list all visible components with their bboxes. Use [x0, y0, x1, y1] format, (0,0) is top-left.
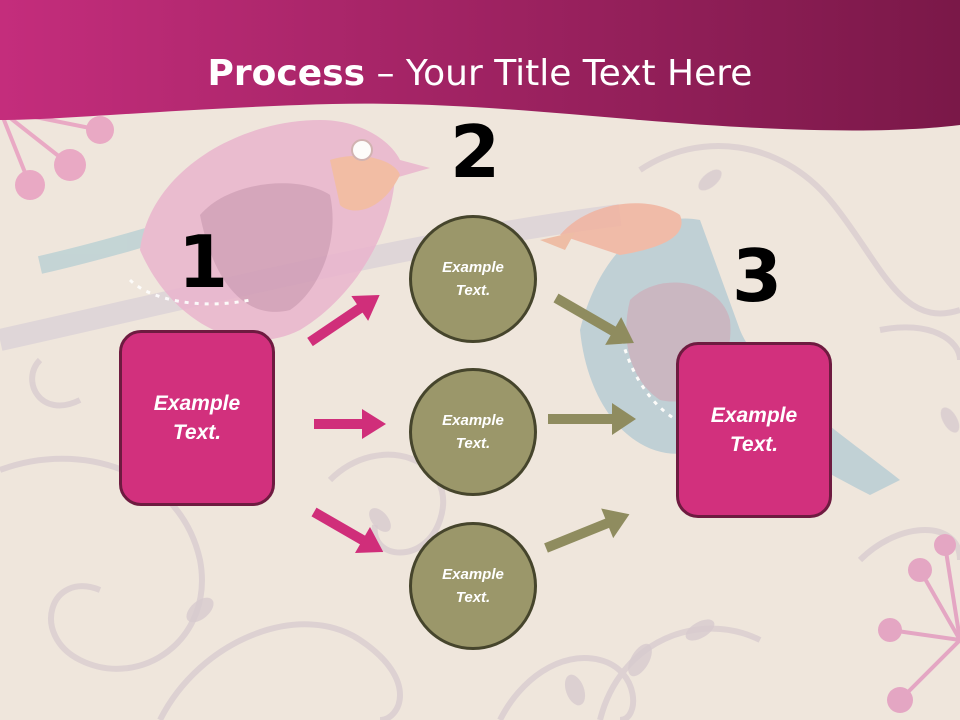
left-box-text: Example Text. [153, 392, 241, 444]
top-example-circle: Example Text. [409, 215, 537, 343]
arrow-to-middle-circle [314, 409, 386, 439]
middle-example-circle: Example Text. [409, 368, 537, 496]
middle-circle-text: Example Text. [442, 412, 504, 452]
slide-title: Process – Your Title Text Here [0, 52, 960, 96]
right-example-box: Example Text. [676, 342, 832, 518]
bottom-circle-text: Example Text. [442, 566, 504, 606]
top-circle-text: Example Text. [442, 259, 504, 299]
step-number-2: 2 [450, 110, 501, 194]
title-bold: Process [207, 53, 366, 94]
right-box-text: Example Text. [710, 404, 798, 456]
title-rest: – Your Title Text Here [365, 53, 753, 94]
arrow-from-middle-circle [548, 403, 636, 435]
bottom-example-circle: Example Text. [409, 522, 537, 650]
step-number-3: 3 [732, 234, 783, 318]
step-number-1: 1 [178, 220, 229, 304]
arrow-from-bottom-circle [544, 508, 630, 553]
arrow-to-top-circle [307, 295, 380, 347]
left-example-box: Example Text. [119, 330, 275, 506]
arrow-to-bottom-circle [311, 507, 384, 553]
arrow-from-top-circle [553, 293, 634, 345]
